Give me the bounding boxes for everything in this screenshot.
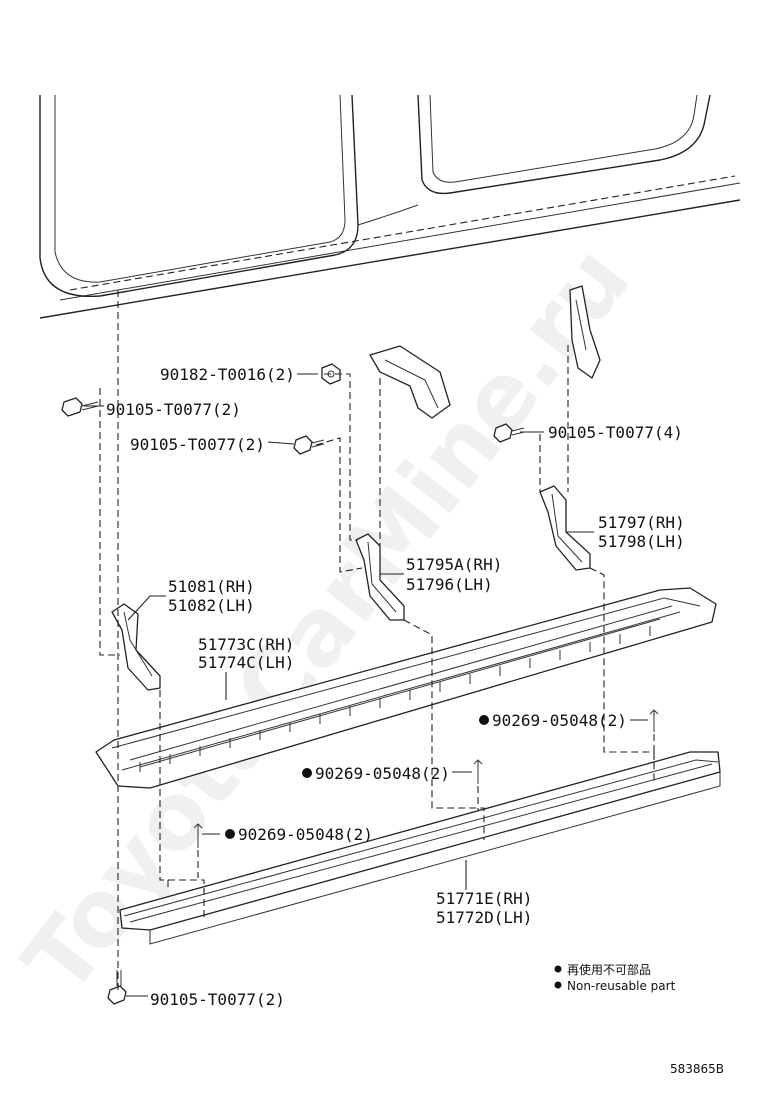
body-reinforcement-center — [369, 345, 451, 419]
clip-icon — [193, 823, 203, 848]
side-trim-molding — [119, 751, 721, 945]
non-reusable-bullet — [479, 715, 489, 725]
label-trim-lh: 51772D(LH) — [436, 908, 532, 927]
label-clip-right: 90269-05048(2) — [492, 711, 627, 730]
label-bracket-rear-lh: 51798(LH) — [598, 532, 685, 551]
front-step-bracket — [111, 603, 161, 691]
label-clip-left: 90269-05048(2) — [238, 825, 373, 844]
leader-lines — [84, 373, 648, 997]
label-step-lh: 51774C(LH) — [198, 653, 294, 672]
center-step-bracket — [355, 533, 405, 621]
label-trim-rh: 51771E(RH) — [436, 889, 532, 908]
bolt-icon — [493, 423, 525, 443]
label-bolt-mid: 90105-T0077(2) — [130, 435, 265, 454]
rear-step-bracket — [539, 485, 591, 571]
clip-icon — [473, 759, 483, 784]
legend-jp: 再使用不可部品 — [567, 962, 651, 977]
non-reusable-bullet — [302, 768, 312, 778]
label-bolt-left-upper: 90105-T0077(2) — [106, 400, 241, 419]
label-bracket-rear-rh: 51797(RH) — [598, 513, 685, 532]
body-reinforcement-rear — [569, 285, 601, 379]
legend-bullet — [554, 981, 562, 989]
legend: 再使用不可部品 Non-reusable part — [554, 962, 676, 993]
label-step-rh: 51773C(RH) — [198, 635, 294, 654]
label-bolt-right: 90105-T0077(4) — [548, 423, 683, 442]
vehicle-body-outline — [39, 94, 741, 319]
label-bracket-front-rh: 51081(RH) — [168, 577, 255, 596]
label-bracket-front-lh: 51082(LH) — [168, 596, 255, 615]
legend-en: Non-reusable part — [567, 979, 676, 993]
label-nut-upper: 90182-T0016(2) — [160, 365, 295, 384]
clip-icon — [649, 709, 659, 732]
bolt-icon — [61, 397, 99, 417]
label-bracket-center-lh: 51796(LH) — [406, 575, 493, 594]
running-board — [95, 587, 717, 789]
label-bracket-center-rh: 51795A(RH) — [406, 555, 502, 574]
legend-bullet — [554, 965, 562, 973]
label-clip-mid: 90269-05048(2) — [315, 764, 450, 783]
bolt-icon — [107, 970, 127, 1005]
bolt-icon — [293, 435, 325, 455]
non-reusable-bullet — [225, 829, 235, 839]
label-bolt-bottom: 90105-T0077(2) — [150, 990, 285, 1009]
figure-code: 583865B — [670, 1062, 724, 1076]
